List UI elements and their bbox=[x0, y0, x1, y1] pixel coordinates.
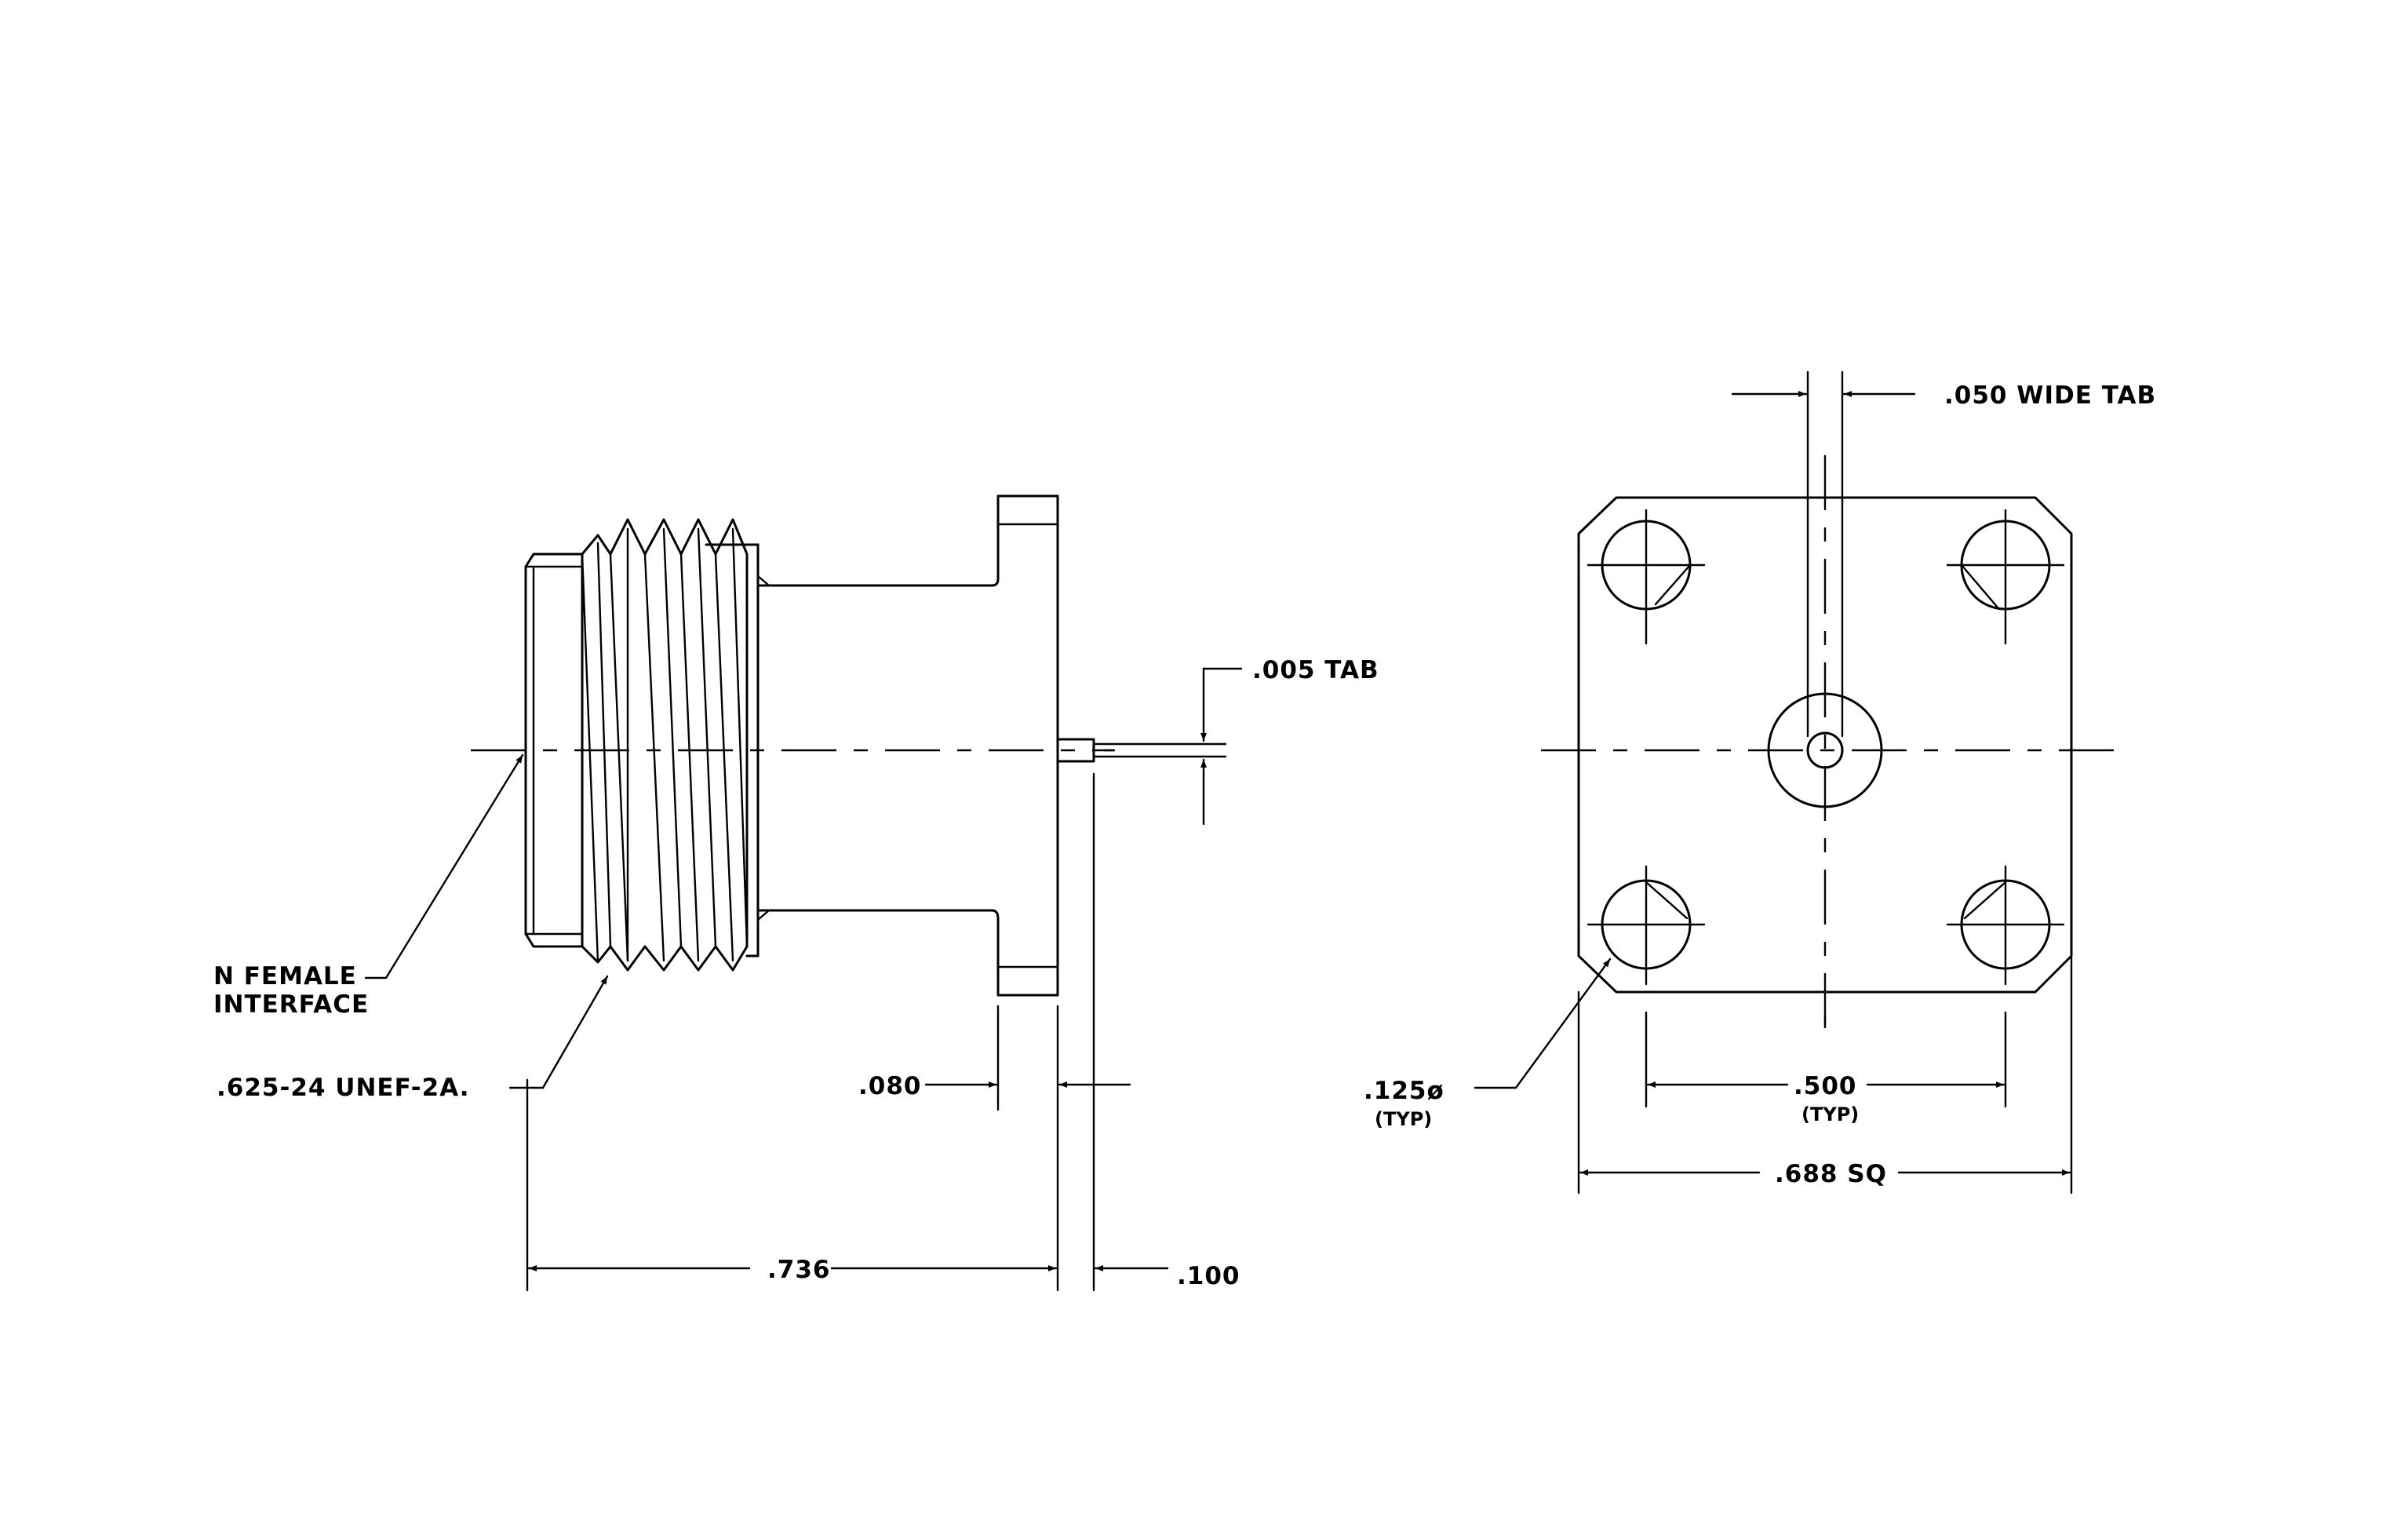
n-female-label: N FEMALE bbox=[213, 962, 357, 990]
front-view bbox=[1474, 370, 2114, 1195]
thread-spec-label: .625-24 UNEF-2A. bbox=[217, 1074, 470, 1102]
dim-100-label: .100 bbox=[1177, 1262, 1240, 1290]
square-flange bbox=[1577, 496, 2073, 994]
spacing-label: .500 bbox=[1794, 1072, 1857, 1100]
tab-pin bbox=[1056, 738, 1095, 763]
side-view bbox=[364, 494, 1243, 1292]
thread-section bbox=[581, 518, 749, 972]
square-label: .688 SQ bbox=[1775, 1160, 1887, 1188]
hole-dia-typ-label: (TYP) bbox=[1375, 1108, 1432, 1130]
spacing-typ-label: (TYP) bbox=[1801, 1103, 1859, 1125]
hole-dia-label: .125ø bbox=[1364, 1077, 1444, 1105]
center-contact bbox=[1767, 692, 1883, 808]
interface-label: INTERFACE bbox=[213, 990, 369, 1019]
tab-050-label: .050 WIDE TAB bbox=[1944, 381, 2156, 410]
dim-080-label: .080 bbox=[858, 1072, 922, 1100]
barrel-body bbox=[756, 494, 1059, 997]
tab-005-label: .005 TAB bbox=[1252, 656, 1379, 684]
dim-736-label: .736 bbox=[767, 1256, 831, 1284]
mounting-holes bbox=[1587, 509, 2065, 986]
